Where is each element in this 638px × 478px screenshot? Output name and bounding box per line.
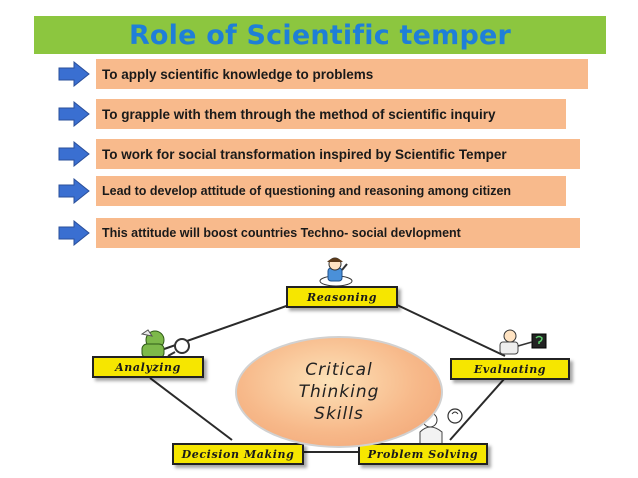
arrow-right-icon (58, 220, 90, 246)
bullet-box: To work for social transformation inspir… (96, 139, 580, 169)
arrow-right-icon (58, 141, 90, 167)
thinker-figure-icon (319, 257, 353, 287)
bullet-box: To grapple with them through the method … (96, 99, 566, 129)
bullet-text: To work for social transformation inspir… (102, 146, 507, 162)
bullet-text: To apply scientific knowledge to problem… (102, 66, 374, 82)
bullet-item: Lead to develop attitude of questioning … (58, 176, 588, 206)
bullet-item: To apply scientific knowledge to problem… (58, 59, 588, 89)
bullet-box: This attitude will boost countries Techn… (96, 218, 580, 248)
title-bar: Role of Scientific temper (34, 16, 606, 54)
node-problem-solving: Problem Solving (358, 443, 488, 465)
slide-title: Role of Scientific temper (128, 19, 512, 51)
node-analyzing: Analyzing (92, 356, 204, 378)
arrow-right-icon (58, 178, 90, 204)
bullet-item: This attitude will boost countries Techn… (58, 218, 588, 248)
center-line: Critical (305, 360, 373, 380)
node-evaluating: Evaluating (450, 358, 570, 380)
center-line: Skills (314, 404, 364, 424)
arrow-right-icon (58, 61, 90, 87)
bullet-item: To grapple with them through the method … (58, 99, 588, 129)
center-line: Thinking (298, 382, 380, 402)
node-reasoning: Reasoning (286, 286, 398, 308)
bullet-item: To work for social transformation inspir… (58, 139, 588, 169)
bullet-text: This attitude will boost countries Techn… (102, 226, 461, 240)
question-figure-icon (499, 329, 547, 355)
node-decision-making: Decision Making (172, 443, 304, 465)
bullet-box: Lead to develop attitude of questioning … (96, 176, 566, 206)
center-critical-thinking: Critical Thinking Skills (235, 336, 443, 448)
bullet-text: To grapple with them through the method … (102, 106, 496, 122)
bullet-box: To apply scientific knowledge to problem… (96, 59, 588, 89)
magnifier-figure-icon (140, 329, 190, 359)
bullet-text: Lead to develop attitude of questioning … (102, 184, 512, 198)
arrow-right-icon (58, 101, 90, 127)
